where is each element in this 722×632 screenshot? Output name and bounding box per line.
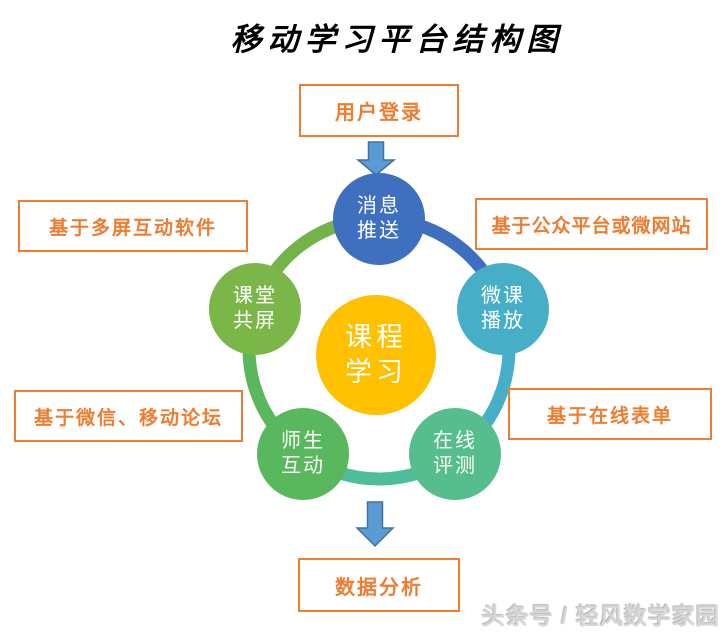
data-analysis-box: 数据分析 bbox=[298, 558, 460, 612]
node-classroom-screen-share-line1: 课堂 bbox=[233, 285, 277, 307]
callout-wechat-forum-box: 基于微信、移动论坛 bbox=[14, 390, 243, 442]
node-teacher-student-interaction-line2: 互动 bbox=[281, 455, 325, 477]
callout-public-platform-label: 基于公众平台或微网站 bbox=[491, 215, 692, 237]
down-arrow-top-icon bbox=[355, 141, 397, 176]
down-arrow-bottom-icon bbox=[355, 501, 395, 548]
node-course-learning-line2: 学习 bbox=[345, 357, 407, 387]
data-analysis-label: 数据分析 bbox=[335, 576, 423, 599]
node-message-push-line1: 消息 bbox=[357, 195, 401, 217]
callout-multiscreen-software-box: 基于多屏互动软件 bbox=[18, 200, 248, 252]
node-microlesson-play-line1: 微课 bbox=[481, 285, 525, 307]
node-teacher-student-interaction: 师生 互动 bbox=[257, 408, 349, 500]
node-online-assessment: 在线 评测 bbox=[409, 408, 501, 500]
callout-online-form-label: 基于在线表单 bbox=[546, 405, 673, 427]
watermark-text: 头条号 / 轻风数学家园 bbox=[481, 603, 720, 629]
callout-wechat-forum-label: 基于微信、移动论坛 bbox=[33, 407, 223, 429]
node-microlesson-play-line2: 播放 bbox=[481, 310, 525, 332]
node-message-push: 消息 推送 bbox=[333, 173, 425, 265]
callout-multiscreen-software-label: 基于多屏互动软件 bbox=[48, 217, 217, 239]
diagram-title: 移动学习平台结构图 bbox=[230, 22, 564, 58]
callout-public-platform-box: 基于公众平台或微网站 bbox=[475, 198, 708, 250]
node-microlesson-play: 微课 播放 bbox=[457, 263, 549, 355]
node-classroom-screen-share-line2: 共屏 bbox=[233, 310, 277, 332]
node-online-assessment-line2: 评测 bbox=[433, 455, 477, 477]
node-online-assessment-line1: 在线 bbox=[433, 430, 477, 452]
node-course-learning-line1: 课程 bbox=[345, 321, 407, 352]
node-course-learning-center: 课程 学习 bbox=[316, 295, 436, 415]
node-classroom-screen-share: 课堂 共屏 bbox=[209, 263, 301, 355]
callout-online-form-box: 基于在线表单 bbox=[508, 388, 712, 440]
node-teacher-student-interaction-line1: 师生 bbox=[281, 430, 325, 452]
node-message-push-line2: 推送 bbox=[357, 220, 401, 242]
user-login-label: 用户登录 bbox=[335, 102, 423, 124]
user-login-box: 用户登录 bbox=[299, 84, 459, 137]
